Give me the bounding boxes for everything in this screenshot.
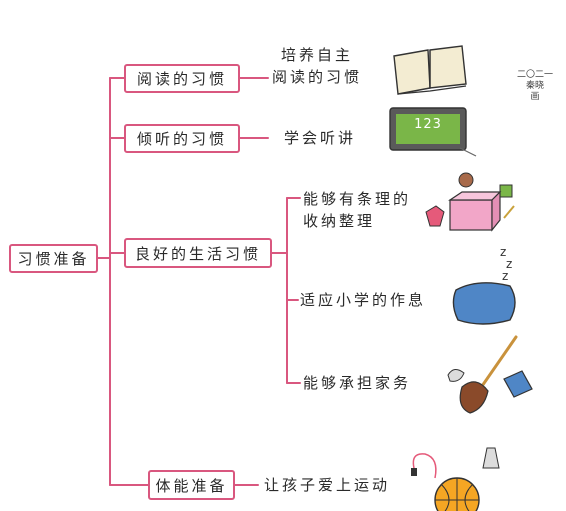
svg-text:z: z — [502, 269, 508, 283]
pillow-illustration: z z z — [452, 245, 516, 325]
root-node: 习惯准备 — [9, 244, 98, 273]
leaf-schedule: 适应小学的作息 — [300, 289, 426, 311]
branch-label: 良好的生活习惯 — [134, 244, 261, 263]
branch-listening: 倾听的习惯 — [124, 124, 240, 153]
leaf-line: 培养自主 — [281, 46, 354, 64]
svg-text:z: z — [500, 245, 506, 259]
broom-illustration — [447, 335, 533, 414]
root-label: 习惯准备 — [17, 250, 90, 268]
leaf-line: 阅读的习惯 — [272, 68, 363, 86]
leaf-line: 适应小学的作息 — [300, 291, 427, 309]
artist-signature: 二〇二一 秦晓 画 — [516, 70, 553, 102]
leaf-line: 能够承担家务 — [303, 374, 412, 392]
branch-label: 倾听的习惯 — [136, 130, 227, 148]
branch-reading: 阅读的习惯 — [124, 64, 240, 93]
branch-label: 体能准备 — [155, 476, 228, 495]
leaf-line: 收纳整理 — [303, 212, 376, 230]
open-book-illustration — [393, 45, 467, 95]
leaf-listening: 学会听讲 — [284, 127, 356, 149]
ball-and-rope-illustration — [411, 447, 500, 511]
leaf-chores: 能够承担家务 — [303, 372, 411, 394]
leaf-sports: 让孩子爱上运动 — [264, 474, 390, 496]
svg-text:z: z — [506, 257, 512, 271]
blackboard-illustration — [389, 107, 477, 157]
storage-box-illustration — [425, 172, 515, 232]
leaf-line: 让孩子爱上运动 — [264, 476, 391, 494]
branch-label: 阅读的习惯 — [136, 70, 227, 88]
leaf-tidy: 能够有条理的 收纳整理 — [303, 188, 411, 232]
branch-life-habits: 良好的生活习惯 — [124, 238, 272, 268]
leaf-line: 学会听讲 — [284, 129, 357, 147]
leaf-reading: 培养自主 阅读的习惯 — [272, 44, 362, 88]
leaf-line: 能够有条理的 — [303, 190, 412, 208]
branch-physical: 体能准备 — [148, 470, 235, 500]
blackboard-text: 123 — [414, 117, 442, 132]
